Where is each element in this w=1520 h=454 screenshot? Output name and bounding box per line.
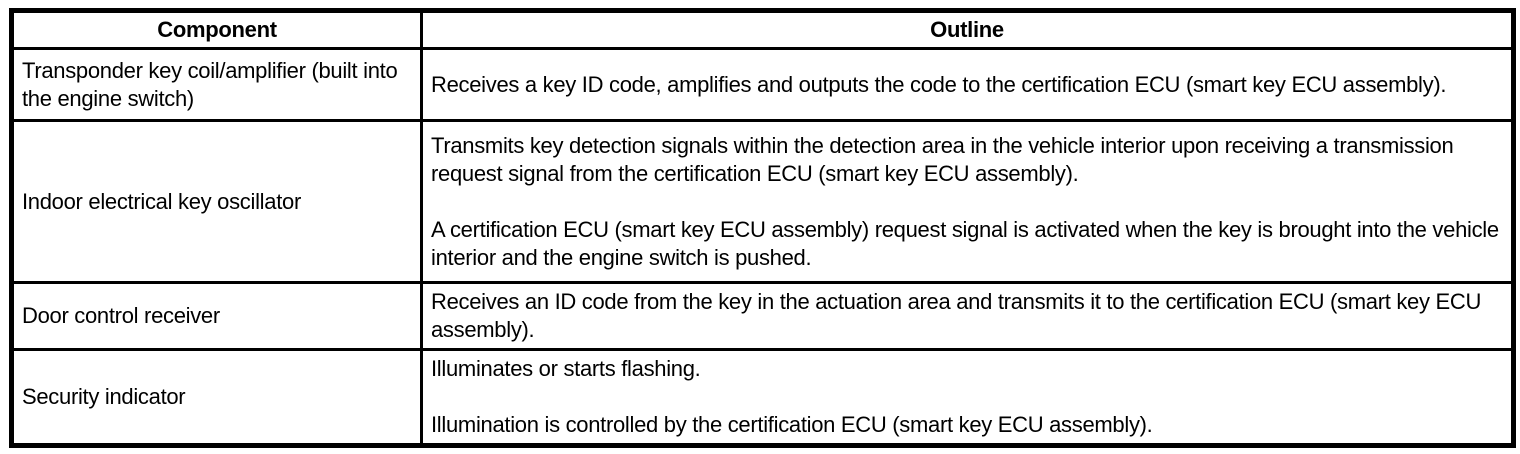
table-row: Transponder key coil/amplifier (built in… (10, 47, 1515, 122)
outline-paragraph: A certification ECU (smart key ECU assem… (431, 216, 1499, 270)
outline-paragraph: Receives a key ID code, amplifies and ou… (431, 71, 1447, 97)
outline-paragraph: Receives an ID code from the key in the … (431, 289, 1482, 342)
outline-cell: Transmits key detection signals within t… (420, 119, 1515, 284)
component-cell: Security indicator (10, 348, 423, 447)
outline-paragraph: Illumination is controlled by the certif… (431, 412, 1153, 437)
component-cell: Door control receiver (10, 281, 423, 351)
outline-paragraph: Illuminates or starts flashing. (431, 356, 701, 381)
column-header-component: Component (10, 9, 423, 50)
header-row: Component Outline (10, 9, 1515, 50)
column-header-outline: Outline (420, 9, 1515, 50)
outline-cell: Receives an ID code from the key in the … (420, 281, 1515, 351)
table-body: Transponder key coil/amplifier (built in… (10, 47, 1515, 447)
component-outline-table: Component Outline Transponder key coil/a… (9, 8, 1516, 448)
outline-cell: Illuminates or starts flashing. Illuminat… (420, 348, 1515, 447)
component-cell: Transponder key coil/amplifier (built in… (10, 47, 423, 122)
component-cell: Indoor electrical key oscillator (10, 119, 423, 284)
outline-cell: Receives a key ID code, amplifies and ou… (420, 47, 1515, 122)
outline-paragraph: Transmits key detection signals within t… (431, 132, 1454, 186)
table-header: Component Outline (10, 9, 1515, 50)
